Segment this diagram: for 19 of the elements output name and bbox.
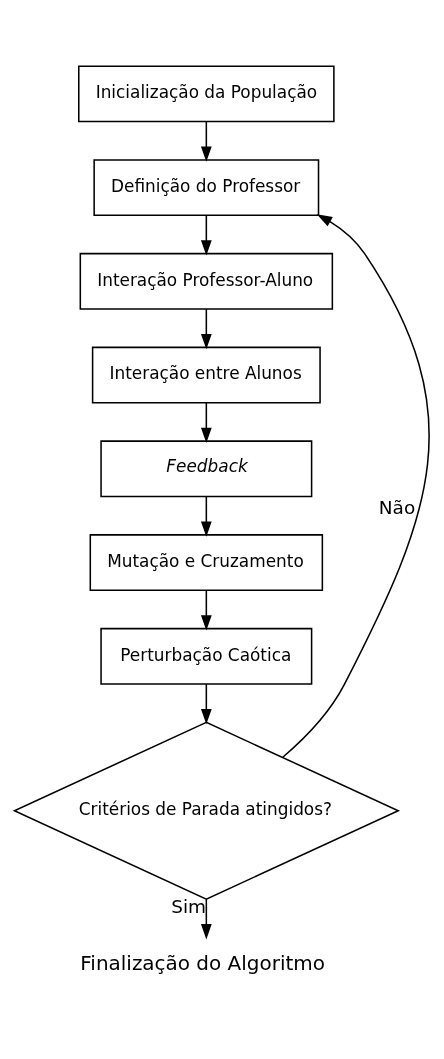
arrow	[200, 308, 212, 350]
arrow	[200, 589, 212, 631]
arrow	[200, 683, 212, 725]
arrow	[200, 214, 212, 256]
arrow	[200, 120, 212, 162]
node-box: Definição do Professor	[93, 159, 320, 216]
node-box: Interação entre Alunos	[91, 346, 321, 404]
node-diamond: Critérios de Parada atingidos?	[12, 721, 401, 900]
node-box: Feedback	[100, 440, 313, 498]
edge-label: Não	[378, 497, 416, 519]
node-box: Inicialização da População	[78, 65, 335, 123]
arrow	[200, 495, 212, 537]
node-text: Finalização do Algoritmo	[80, 951, 325, 976]
arrow	[200, 898, 212, 940]
arrow	[200, 402, 212, 444]
node-box: Perturbação Caótica	[100, 627, 313, 685]
node-box: Mutação e Cruzamento	[89, 534, 324, 591]
arrow	[282, 214, 430, 758]
node-box: Interação Professor-Aluno	[79, 252, 334, 310]
